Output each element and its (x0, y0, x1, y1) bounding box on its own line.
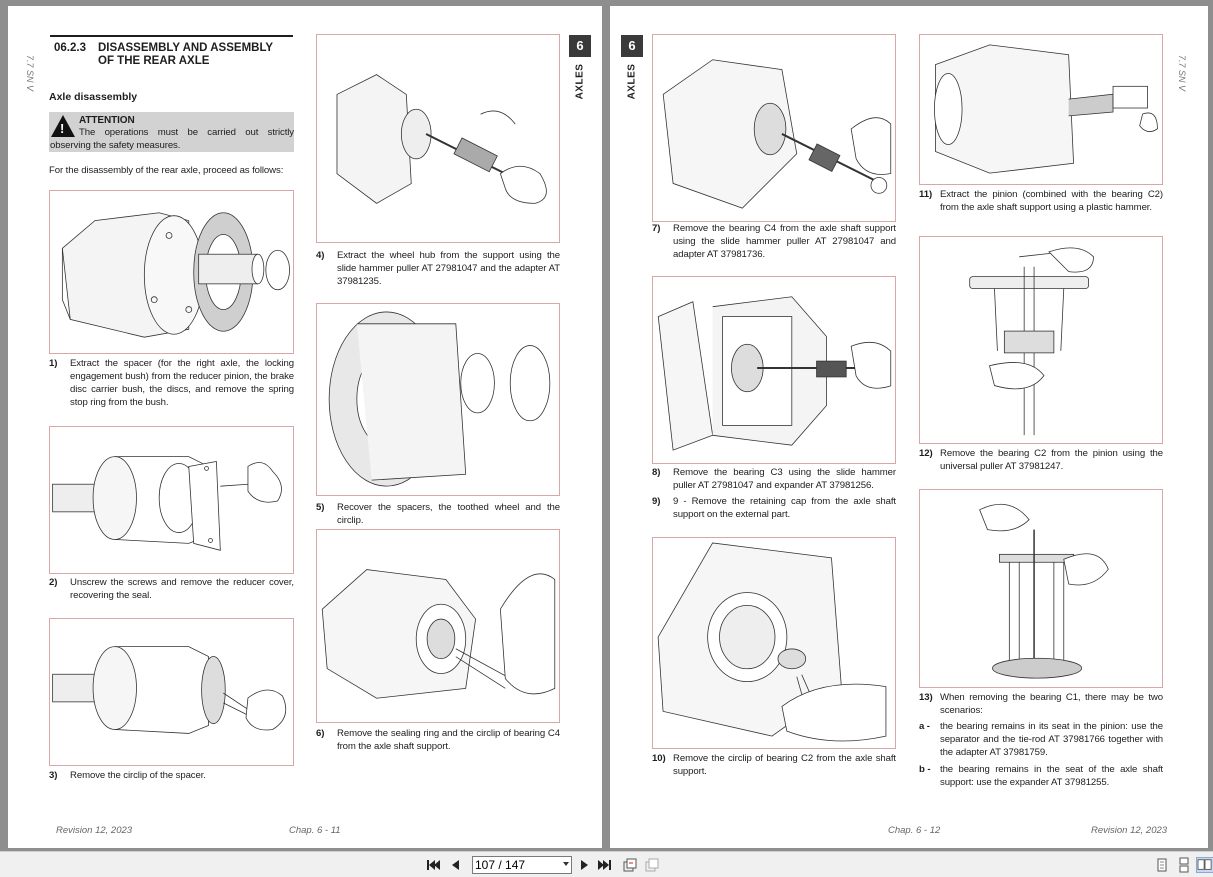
figure-step-11 (919, 34, 1163, 185)
step-8: 8) Remove the bearing C3 using the slide… (652, 467, 896, 491)
step-12: 12) Remove the bearing C2 from the pinio… (919, 448, 1163, 472)
intro-text: For the disassembly of the rear axle, pr… (49, 165, 284, 176)
footer-revision: Revision 12, 2023 (1091, 825, 1168, 836)
figure-step-10 (652, 537, 896, 749)
footer-chapter-page: Chap. 6 - 11 (289, 825, 341, 836)
side-model-code: 7.7 SN V (25, 54, 36, 92)
attention-box: ! ATTENTION The operations must be carri… (49, 112, 294, 152)
last-page-icon[interactable] (597, 857, 613, 873)
step-11: 11) Extract the pinion (combined with th… (919, 189, 1163, 213)
chapter-label: AXLES (626, 63, 638, 100)
page-number-input[interactable] (475, 858, 555, 872)
step-2: 2) Unscrew the screws and remove the red… (49, 577, 294, 601)
page-number-field[interactable] (472, 856, 572, 874)
step-3: 3) Remove the circlip of the spacer. (49, 770, 206, 781)
single-page-view-icon[interactable] (1153, 857, 1171, 873)
step-9: 9) 9 - Remove the retaining cap from the… (652, 496, 896, 520)
figure-step-4 (316, 34, 560, 243)
step-4: 4) Extract the wheel hub from the suppor… (316, 250, 560, 287)
figure-step-5 (316, 303, 560, 496)
figure-step-2 (49, 426, 294, 574)
figure-step-1 (49, 190, 294, 354)
fit-width-icon[interactable] (644, 857, 660, 873)
figure-step-8 (652, 276, 896, 464)
step-13: 13) When removing the bearing C1, there … (919, 692, 1163, 716)
figure-step-3 (49, 618, 294, 766)
section-number: 06.2.3 (54, 42, 86, 54)
step-1: 1) Extract the spacer (for the right axl… (49, 358, 294, 408)
continuous-view-icon[interactable] (1175, 857, 1193, 873)
attention-title: ATTENTION (79, 115, 135, 126)
chevron-down-icon[interactable] (563, 862, 569, 866)
section-title: DISASSEMBLY AND ASSEMBLY OF THE REAR AXL… (98, 42, 273, 67)
step-6: 6) Remove the sealing ring and the circl… (316, 728, 560, 752)
right-page: 6 AXLES 7.7 SN V 7) Remove the bearing C… (610, 6, 1208, 848)
step-13b: b - the bearing remains in the seat of t… (919, 764, 1163, 788)
first-page-icon[interactable] (425, 857, 441, 873)
warning-icon (51, 115, 75, 137)
step-10: 10) Remove the circlip of bearing C2 fro… (652, 753, 896, 777)
side-model-code: 7.7 SN V (1177, 54, 1188, 92)
heading-rule (50, 35, 293, 37)
viewer-toolbar (0, 851, 1213, 877)
chapter-tab: 6 (621, 35, 643, 57)
figure-step-6 (316, 529, 560, 723)
attention-text: The operations must be carried out stric… (50, 127, 294, 151)
footer-chapter-page: Chap. 6 - 12 (888, 825, 941, 836)
step-13a: a - the bearing remains in its seat in t… (919, 721, 1163, 758)
left-page: 7.7 SN V 6 AXLES 06.2.3 DISASSEMBLY AND … (8, 6, 602, 848)
fit-page-icon[interactable] (622, 857, 638, 873)
step-7: 7) Remove the bearing C4 from the axle s… (652, 223, 896, 260)
chapter-label: AXLES (574, 63, 586, 100)
figure-step-13 (919, 489, 1163, 688)
chapter-tab: 6 (569, 35, 591, 57)
figure-step-7 (652, 34, 896, 222)
two-page-view-icon[interactable] (1196, 857, 1213, 873)
subheading: Axle disassembly (49, 91, 138, 103)
next-page-icon[interactable] (577, 857, 593, 873)
figure-step-12 (919, 236, 1163, 444)
prev-page-icon[interactable] (447, 857, 463, 873)
footer-revision: Revision 12, 2023 (56, 825, 133, 836)
step-5: 5) Recover the spacers, the toothed whee… (316, 502, 560, 526)
